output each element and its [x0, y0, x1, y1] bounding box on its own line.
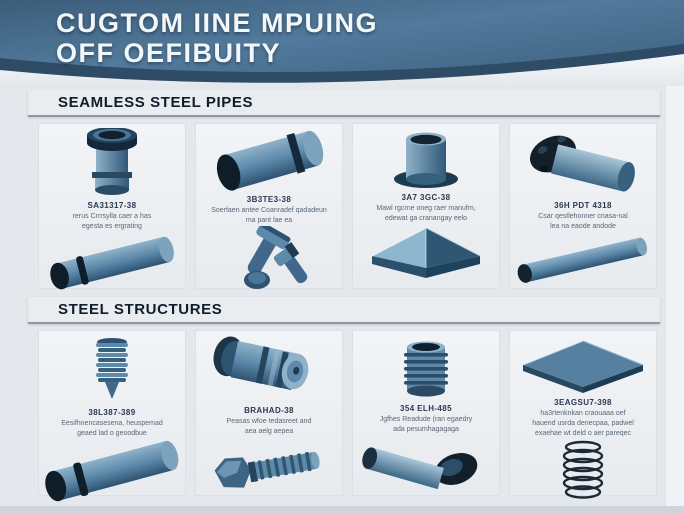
right-margin-strip	[666, 86, 684, 513]
product-card: SA31317-38 rerus Crrrsylla caer a has eg…	[38, 123, 186, 290]
steel-plate-illustration-icon	[513, 335, 653, 397]
coil-spring-illustration-icon	[533, 439, 633, 501]
roller-bearing-assembly-illustration-icon	[201, 335, 337, 405]
steel-wedge-block-illustration-icon	[358, 224, 494, 284]
product-code: 3A7 3GC-38	[401, 193, 451, 202]
connecting-rod-illustration-icon	[201, 226, 337, 292]
flanged-bushing-illustration-icon	[62, 128, 162, 200]
poster-title: CUGTOM IINE MPUING OFF OEFIBUITY	[56, 8, 379, 68]
short-steel-tube-illustration-icon	[201, 128, 337, 194]
product-code: 38L387-389	[88, 408, 136, 417]
product-description: Eesifhnencasesena, heuspemad geaed lad o…	[61, 420, 163, 438]
threaded-coupling-illustration-icon	[376, 335, 476, 403]
product-code: BRAHAD-38	[244, 406, 294, 415]
catalog-content: SEAMLESS STEEL PIPES SA31317-38 rerus Cr…	[28, 90, 660, 504]
product-code: 3B3TE3-38	[246, 195, 292, 204]
product-card: 38L387-389 Eesifhnencasesena, heuspemad …	[38, 330, 186, 502]
product-card: 3B3TE3-38 Soerfaen antee Coanradef qadad…	[195, 123, 343, 292]
product-code: SA31317-38	[87, 201, 137, 210]
flanged-pin-illustration-icon	[358, 435, 494, 501]
product-card: 354 ELH-485 Jgfhes Readude (ran egaedry …	[352, 330, 500, 496]
thin-steel-tube-illustration-icon	[515, 232, 651, 286]
product-description: Soerfaen antee Coanradef qadadeun ma pan…	[211, 207, 327, 225]
product-card: BRAHAD-38 Peasas wfoe tedasreet and aea …	[195, 330, 343, 496]
header-banner: CUGTOM IINE MPUING OFF OEFIBUITY	[0, 0, 684, 86]
product-description: Jgfhes Readude (ran egaedry ada pesumhag…	[379, 416, 473, 434]
flange-mounted-pipe-illustration-icon	[515, 128, 651, 200]
large-steel-pipe-illustration-icon	[42, 439, 182, 505]
section-heading-label: SEAMLESS STEEL PIPES	[58, 94, 254, 111]
product-description: Csar qestlehonner cnasa-nal lea na eaode…	[538, 213, 628, 231]
product-code: 3EAGSU7-398	[554, 398, 612, 407]
product-description: ha3rtenknkan craouaaa oef hauend usrda d…	[532, 410, 634, 438]
flanged-cylinder-illustration-icon	[371, 128, 481, 192]
product-code: 36H PDT 4318	[554, 201, 612, 210]
product-card: 3A7 3GC-38 Mawl rgcrne oneg raer manufm,…	[352, 123, 500, 289]
threaded-screw-illustration-icon	[67, 335, 157, 407]
product-card: 36H PDT 4318 Csar qestlehonner cnasa-nal…	[509, 123, 657, 289]
product-code: 354 ELH-485	[400, 404, 452, 413]
hex-bolt-illustration-icon	[201, 437, 337, 499]
section-heading-label: STEEL STRUCTURES	[58, 301, 223, 318]
section-heading-steel-structures: STEEL STRUCTURES	[28, 297, 660, 324]
section-heading-seamless-steel-pipes: SEAMLESS STEEL PIPES	[28, 90, 660, 117]
steel-pipe-illustration-icon	[44, 232, 180, 294]
product-card: 3EAGSU7-398 ha3rtenknkan craouaaa oef ha…	[509, 330, 657, 500]
product-description: Peasas wfoe tedasreet and aea aelg aepea	[226, 418, 312, 436]
product-description: Mawl rgcrne oneg raer manufm, edewat ga …	[376, 205, 476, 223]
header-curve-graphic	[0, 0, 684, 86]
footer-strip	[0, 506, 684, 513]
product-description: rerus Crrrsylla caer a has egesta es erg…	[72, 213, 152, 231]
card-grid-row-1: SA31317-38 rerus Crrrsylla caer a has eg…	[38, 123, 660, 292]
card-grid-row-2: 38L387-389 Eesifhnencasesena, heuspemad …	[38, 330, 660, 502]
